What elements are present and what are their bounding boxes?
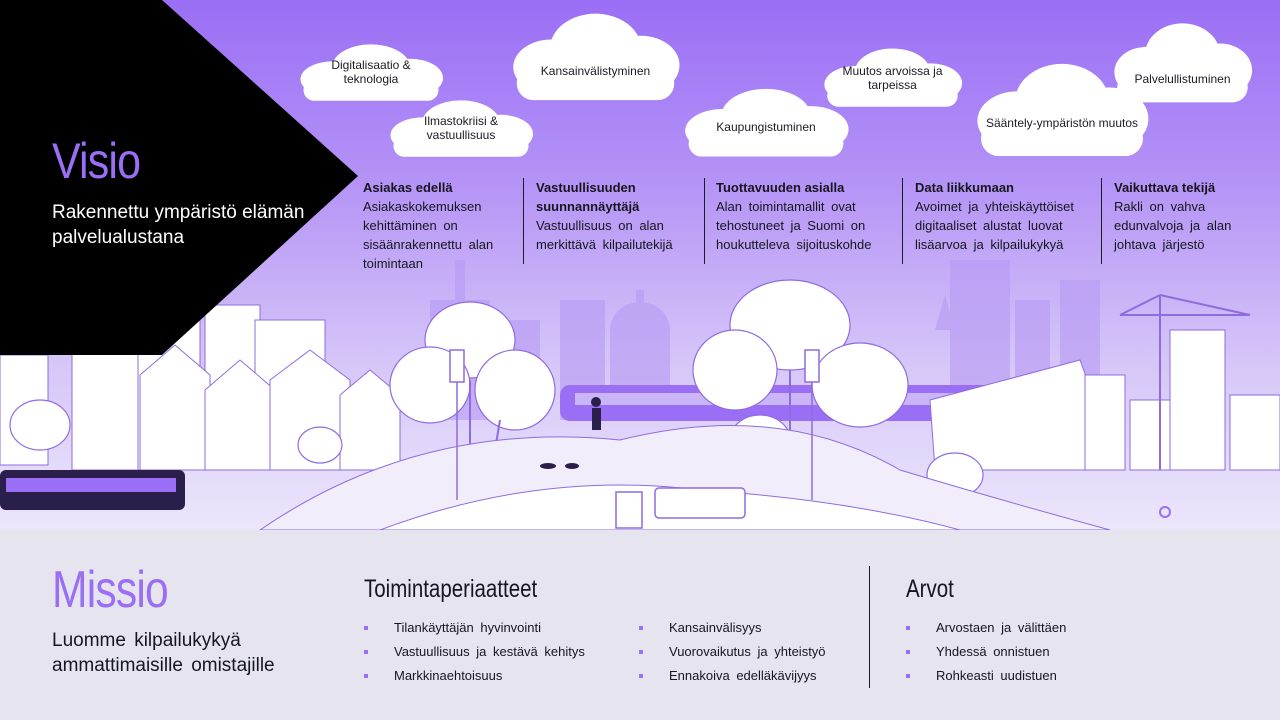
visio-title: Visio [52, 133, 141, 189]
principles-list-right: Kansainvälisyys Vuorovaikutus ja yhteist… [639, 616, 826, 688]
cloud-icon [513, 13, 680, 101]
cloud-icon [1114, 23, 1253, 103]
city-illustration [0, 260, 1280, 530]
values-title: Arvot [906, 575, 954, 603]
bullet-icon [639, 674, 643, 678]
cloud-icon [390, 100, 533, 157]
goal-heading: Asiakas edellä [363, 180, 453, 195]
mission-area [0, 530, 1280, 720]
lamp-posts [449, 349, 820, 500]
cloud-label: Palvelullistuminen [1134, 72, 1231, 86]
list-item: Markkinaehtoisuus [364, 664, 585, 688]
list-item: Yhdessä onnistuen [906, 640, 1066, 664]
cloud-label: Digitalisaatio & teknologia [331, 58, 411, 86]
cloud-label: Ilmastokriisi & vastuullisuus [423, 114, 498, 142]
cloud-icon [685, 88, 849, 157]
goal-column-2: Vastuullisuuden suunnannäyttäjä Vastuull… [536, 178, 676, 254]
principles-title: Toimintaperiaatteet [364, 575, 538, 603]
goal-heading: Vaikuttava tekijä [1114, 180, 1216, 195]
goal-heading: Vastuullisuuden suunnannäyttäjä [536, 180, 640, 214]
goal-column-3: Tuottavuuden asialla Alan toimintamallit… [716, 178, 882, 254]
crane [1119, 294, 1251, 470]
goal-column-1: Asiakas edellä Asiakaskokemuksen kehittä… [363, 178, 511, 273]
park-trees [9, 279, 984, 498]
list-item: Kansainvälisyys [639, 616, 826, 640]
bullet-icon [906, 674, 910, 678]
missio-title: Missio [52, 561, 169, 619]
section-divider [869, 566, 870, 688]
goal-divider [523, 178, 524, 264]
cloud-icon [977, 63, 1149, 157]
goal-heading: Data liikkumaan [915, 180, 1014, 195]
trend-cloud: Palvelullistuminen [1110, 20, 1255, 104]
goal-text: Asiakaskokemuksen kehittäminen on sisään… [363, 199, 494, 271]
values-list: Arvostaen ja välittäen Yhdessä onnistuen… [906, 616, 1066, 688]
list-item: Vastuullisuus ja kestävä kehitys [364, 640, 585, 664]
trend-cloud: Muutos arvoissa ja tarpeissa [820, 46, 965, 108]
bullet-icon [906, 626, 910, 630]
walker-with-dogs [540, 397, 601, 469]
bullet-icon [639, 626, 643, 630]
goal-column-5: Vaikuttava tekijä Rakli on vahva edunval… [1114, 178, 1242, 254]
bullet-icon [364, 626, 368, 630]
cloud-label: Muutos arvoissa ja tarpeissa [842, 64, 943, 92]
bullet-icon [639, 650, 643, 654]
list-item: Rohkeasti uudistuen [906, 664, 1066, 688]
trend-cloud: Kansainvälistyminen [508, 10, 683, 102]
goal-text: Vastuullisuus on alan merkittävä kilpail… [536, 218, 673, 252]
visio-panel [0, 0, 358, 355]
right-buildings [929, 329, 1280, 471]
goal-heading: Tuottavuuden asialla [716, 180, 845, 195]
list-item: Ennakoiva edelläkävijyys [639, 664, 826, 688]
missio-subtitle: Luomme kilpailukykyä ammattimaisille omi… [52, 630, 275, 676]
cloud-label: Kansainvälistyminen [540, 64, 651, 78]
goal-divider [1101, 178, 1102, 264]
trend-cloud: Kaupungistuminen [680, 86, 852, 158]
goal-column-4: Data liikkumaan Avoimet ja yhteiskäyttöi… [915, 178, 1085, 254]
bullet-icon [364, 650, 368, 654]
trend-cloud: Sääntely-ympäristön muutos [972, 60, 1152, 158]
bullet-icon [364, 674, 368, 678]
cloud-label: Sääntely-ympäristön muutos [985, 116, 1139, 130]
cloud-label: Kaupungistuminen [716, 120, 816, 134]
goal-text: Alan toimintamallit ovat tehostuneet ja … [716, 199, 872, 252]
vision-area: Visio Rakennettu ympäristö elämän palvel… [0, 0, 1280, 530]
goal-text: Rakli on vahva edunvalvoja ja alan johta… [1114, 199, 1232, 252]
list-item: Tilankäyttäjän hyvinvointi [364, 616, 585, 640]
goal-divider [902, 178, 903, 264]
principles-list-left: Tilankäyttäjän hyvinvointi Vastuullisuus… [364, 616, 585, 688]
park-bench [615, 487, 746, 529]
list-item: Vuorovaikutus ja yhteistyö [639, 640, 826, 664]
goal-text: Avoimet ja yhteiskäyttöiset digitaaliset… [915, 199, 1074, 252]
cloud-icon [824, 48, 963, 107]
visio-subtitle: Rakennettu ympäristö elämän palvelualust… [52, 202, 305, 248]
cyclist [1159, 506, 1171, 518]
trend-cloud: Ilmastokriisi & vastuullisuus [386, 98, 536, 158]
cloud-icon [300, 44, 443, 101]
bullet-icon [906, 650, 910, 654]
list-item: Arvostaen ja välittäen [906, 616, 1066, 640]
goal-divider [704, 178, 705, 264]
tram [0, 470, 185, 510]
trend-cloud: Digitalisaatio & teknologia [296, 42, 446, 102]
